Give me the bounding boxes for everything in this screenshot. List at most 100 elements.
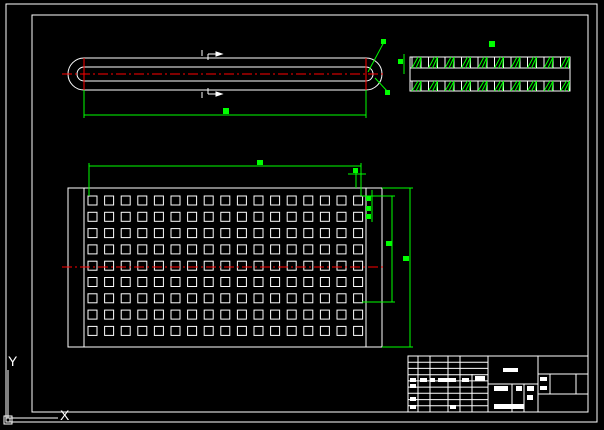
hatch-line — [531, 56, 537, 69]
perforation-hole — [203, 195, 214, 206]
hatch-line — [514, 80, 521, 92]
perforation-hole — [87, 211, 98, 222]
perforation-hole — [286, 309, 297, 320]
perforation-hole — [236, 277, 247, 287]
perforation-hole — [220, 211, 231, 222]
perforation-hole — [220, 244, 231, 255]
hatch-line — [494, 80, 501, 92]
perforation-hole — [137, 244, 148, 255]
perforation-hole — [303, 260, 314, 271]
perforation-hole — [87, 309, 98, 320]
perforation-hole — [286, 260, 297, 271]
hatch-line — [527, 56, 534, 69]
perforation-hole — [104, 228, 115, 239]
perforation-hole — [336, 211, 347, 222]
perforation-hole — [170, 325, 181, 336]
perforation-hole — [203, 228, 214, 239]
perforation-hole — [286, 244, 297, 255]
hatch-line — [481, 56, 488, 69]
perforation-hole — [104, 309, 115, 320]
hatch-line — [498, 80, 504, 92]
perforation-hole — [87, 277, 98, 287]
hatch-line — [428, 80, 435, 92]
ucs-x-label: X — [60, 407, 70, 423]
hatch-line — [452, 56, 455, 69]
perforation-hole — [137, 195, 148, 206]
perforation-hole — [153, 211, 164, 222]
ucs-icon — [3, 370, 58, 425]
perforation-hole — [353, 244, 364, 255]
perforation-hole — [187, 195, 198, 206]
perforation-hole — [87, 293, 98, 304]
perforation-hole — [336, 293, 347, 304]
perforation-hole — [270, 211, 281, 222]
perforation-hole — [137, 309, 148, 320]
hatch-line — [485, 80, 488, 92]
hatch-line — [448, 56, 455, 69]
hatch-line — [510, 56, 518, 69]
section-top-dim-text — [489, 41, 495, 47]
hatch-line — [568, 80, 570, 92]
perforation-hole — [153, 309, 164, 320]
perforation-hole — [120, 228, 131, 239]
hatch-line — [461, 80, 468, 92]
perforation-hole — [104, 195, 115, 206]
perforation-hole — [203, 325, 214, 336]
perforation-hole — [253, 244, 264, 255]
perforation-hole — [170, 260, 181, 271]
hatch-line — [547, 80, 554, 92]
perforation-hole — [253, 228, 264, 239]
perforation-hole — [87, 228, 98, 239]
perforation-hole — [336, 228, 347, 239]
perforation-hole — [120, 211, 131, 222]
perforation-hole — [187, 228, 198, 239]
perforation-hole — [270, 260, 281, 271]
hatch-line — [502, 56, 504, 69]
hatch-line — [481, 80, 488, 92]
section-outline — [409, 56, 571, 92]
perforation-hole — [270, 195, 281, 206]
perforation-hole — [253, 260, 264, 271]
perforation-hole — [303, 325, 314, 336]
hatch-line — [518, 56, 521, 69]
perforation-hole — [170, 244, 181, 255]
hatch-line — [415, 56, 422, 69]
perforation-hole — [303, 293, 314, 304]
perforation-hole — [286, 325, 297, 336]
perforation-hole — [120, 277, 131, 287]
perforation-hole — [153, 244, 164, 255]
perforation-hole — [153, 293, 164, 304]
hatch-line — [436, 56, 438, 69]
hatch-line — [535, 56, 537, 69]
slot-length-dim-text — [223, 108, 229, 114]
hatch-line — [543, 80, 551, 92]
perforation-hole — [353, 277, 364, 287]
perforation-hole — [203, 309, 214, 320]
perforation-hole — [303, 277, 314, 287]
perforation-hole — [120, 195, 131, 206]
perforation-hole — [303, 309, 314, 320]
hatch-line — [469, 56, 471, 69]
hatch-line — [419, 80, 422, 92]
hatch-line — [564, 56, 570, 69]
hatch-line — [465, 80, 471, 92]
perforation-hole — [336, 325, 347, 336]
perforation-hole — [253, 293, 264, 304]
hatch-line — [510, 80, 518, 92]
perforation-hole — [220, 260, 231, 271]
perforation-hole — [353, 293, 364, 304]
hatch-line — [494, 56, 501, 69]
perforation-hole — [120, 260, 131, 271]
hatch-line — [535, 80, 537, 92]
perforation-hole — [203, 277, 214, 287]
front-view-plate — [62, 160, 413, 348]
perforation-hole — [220, 228, 231, 239]
sheet-outer-border — [5, 3, 598, 423]
perforation-hole — [187, 325, 198, 336]
perforation-hole — [104, 260, 115, 271]
perforation-hole — [137, 211, 148, 222]
perforation-hole — [270, 277, 281, 287]
hatch-line — [543, 56, 551, 69]
perforation-hole — [170, 277, 181, 287]
